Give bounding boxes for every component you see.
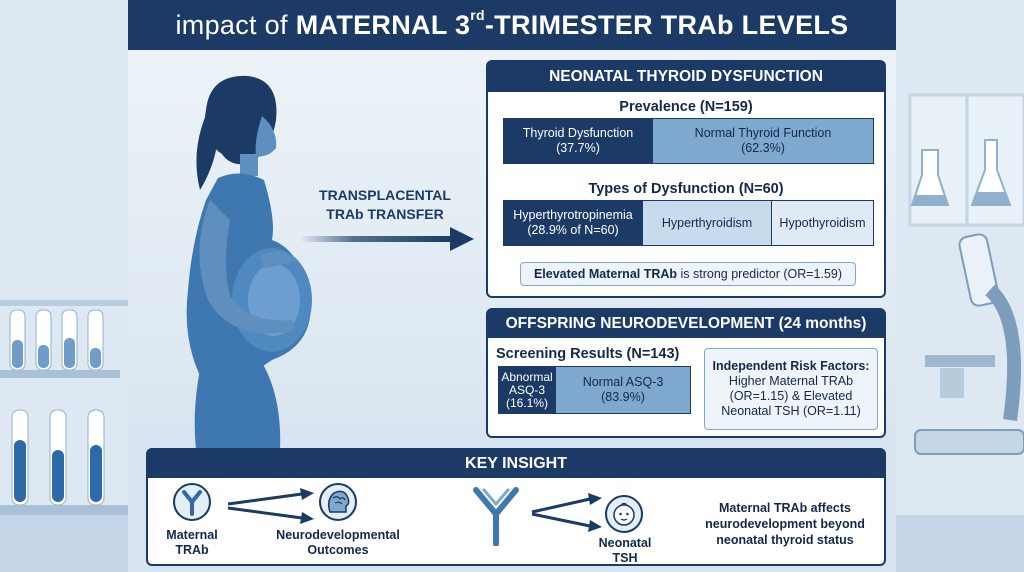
risk-factors-line-3: Neonatal TSH (OR=1.11)	[721, 404, 861, 418]
screening-normal-label: Normal ASQ-3	[582, 375, 664, 389]
transfer-line-2: TRAb TRANSFER	[326, 206, 444, 222]
title-part-2: MATERNAL 3	[295, 9, 471, 40]
microscope-icon	[914, 233, 1024, 455]
types-bar-hyperthyrotropinemia: Hyperthyrotropinemia (28.9% of N=60)	[503, 200, 643, 246]
test-tube-rack-icon	[0, 309, 120, 378]
prevalence-title: Prevalence (N=159)	[619, 99, 753, 115]
predictor-rest: is strong predictor (OR=1.59)	[677, 267, 843, 281]
brain-head-icon	[319, 483, 357, 521]
prevalence-bar-normal: Normal Thyroid Function (62.3%)	[652, 118, 874, 164]
screening-abnormal-line-1: Abnormal	[501, 369, 553, 384]
risk-factors-line-1: Higher Maternal TRAb	[728, 374, 854, 388]
transfer-line-1: TRANSPLACENTAL	[319, 187, 451, 203]
node-outcomes-line-2: Outcomes	[307, 543, 369, 557]
node-neonatal-tsh: Neonatal TSH	[590, 536, 660, 566]
predictor-note: Elevated Maternal TRAb is strong predict…	[520, 262, 856, 286]
key-insight-panel: KEY INSIGHT	[146, 448, 886, 566]
screening-abnormal-line-3: (16.1%)	[505, 395, 548, 410]
predictor-bold: Elevated Maternal TRAb	[533, 267, 678, 281]
neonatal-thyroid-panel: NEONATAL THYROID DYSFUNCTION	[486, 60, 886, 298]
neonatal-panel-header: NEONATAL THYROID DYSFUNCTION	[488, 62, 884, 92]
baby-face-icon	[605, 495, 643, 533]
node-maternal-trab: Maternal TRAb	[150, 528, 234, 558]
types-bar-hyperthyroidism: Hyperthyroidism	[642, 200, 772, 246]
title-part-3: -TRIMESTER TRAb LEVELS	[484, 9, 849, 40]
transfer-label: TRANSPLACENTAL TRAb TRANSFER	[300, 186, 470, 224]
prevalence-dysfunction-label: Thyroid Dysfunction	[522, 126, 634, 140]
prevalence-normal-value: (62.3%)	[741, 141, 785, 155]
screening-normal-value: (83.9%)	[601, 390, 645, 404]
node-maternal-trab-line-1: Maternal	[166, 528, 218, 542]
insight-summary-line-2: neurodevelopment beyond	[705, 517, 865, 531]
node-tsh-line-1: Neonatal	[598, 536, 652, 550]
prevalence-normal-label: Normal Thyroid Function	[694, 126, 832, 140]
types-title: Types of Dysfunction (N=60)	[588, 181, 784, 197]
types-bar-hypothyroidism: Hypothyroidism	[771, 200, 874, 246]
types-hyperthyrotropinemia-value: (28.9% of N=60)	[527, 223, 619, 237]
flask-icon	[910, 139, 1012, 206]
screening-abnormal-line-2: ASQ-3	[508, 382, 545, 397]
risk-factors-box: Independent Risk Factors: Higher Materna…	[704, 348, 878, 430]
risk-factors-title: Independent Risk Factors:	[712, 359, 870, 373]
screening-title: Screening Results (N=143)	[496, 346, 680, 362]
transfer-arrow-icon	[300, 227, 474, 251]
pregnant-woman-icon	[186, 75, 312, 450]
key-insight-header: KEY INSIGHT	[148, 450, 884, 478]
node-neurodevelopmental-outcomes: Neurodevelopmental Outcomes	[272, 528, 404, 558]
prevalence-dysfunction-value: (37.7%)	[556, 141, 600, 155]
screening-bar-abnormal: Abnormal ASQ-3 (16.1%)	[498, 366, 556, 414]
title-superscript: rd	[470, 7, 485, 23]
double-arrow-icon-2	[531, 493, 602, 532]
double-arrow-icon	[227, 488, 314, 524]
prevalence-bar-dysfunction: Thyroid Dysfunction (37.7%)	[503, 118, 653, 164]
node-outcomes-line-1: Neurodevelopmental	[276, 528, 400, 542]
types-hyperthyrotropinemia-label: Hyperthyrotropinemia	[513, 208, 633, 222]
insight-summary: Maternal TRAb affects neurodevelopment b…	[680, 500, 890, 548]
node-tsh-line-2: TSH	[612, 551, 638, 565]
types-hyperthyroidism-label: Hyperthyroidism	[661, 215, 753, 230]
title-part-1: impact of	[175, 9, 288, 40]
insight-summary-line-3: neonatal thyroid status	[716, 533, 854, 547]
offspring-panel-header: OFFSPRING NEURODEVELOPMENT (24 months)	[488, 310, 884, 338]
insight-summary-line-1: Maternal TRAb affects	[719, 501, 851, 515]
test-tube-rack-lower-icon	[0, 409, 128, 515]
types-hypothyroidism-label: Hypothyroidism	[779, 215, 866, 230]
antibody-circle-icon	[173, 483, 211, 521]
risk-factors-line-2: (OR=1.15) & Elevated	[729, 389, 853, 403]
node-maternal-trab-line-2: TRAb	[175, 543, 209, 557]
screening-bar-normal: Normal ASQ-3 (83.9%)	[555, 366, 691, 414]
antibody-icon	[473, 487, 519, 546]
